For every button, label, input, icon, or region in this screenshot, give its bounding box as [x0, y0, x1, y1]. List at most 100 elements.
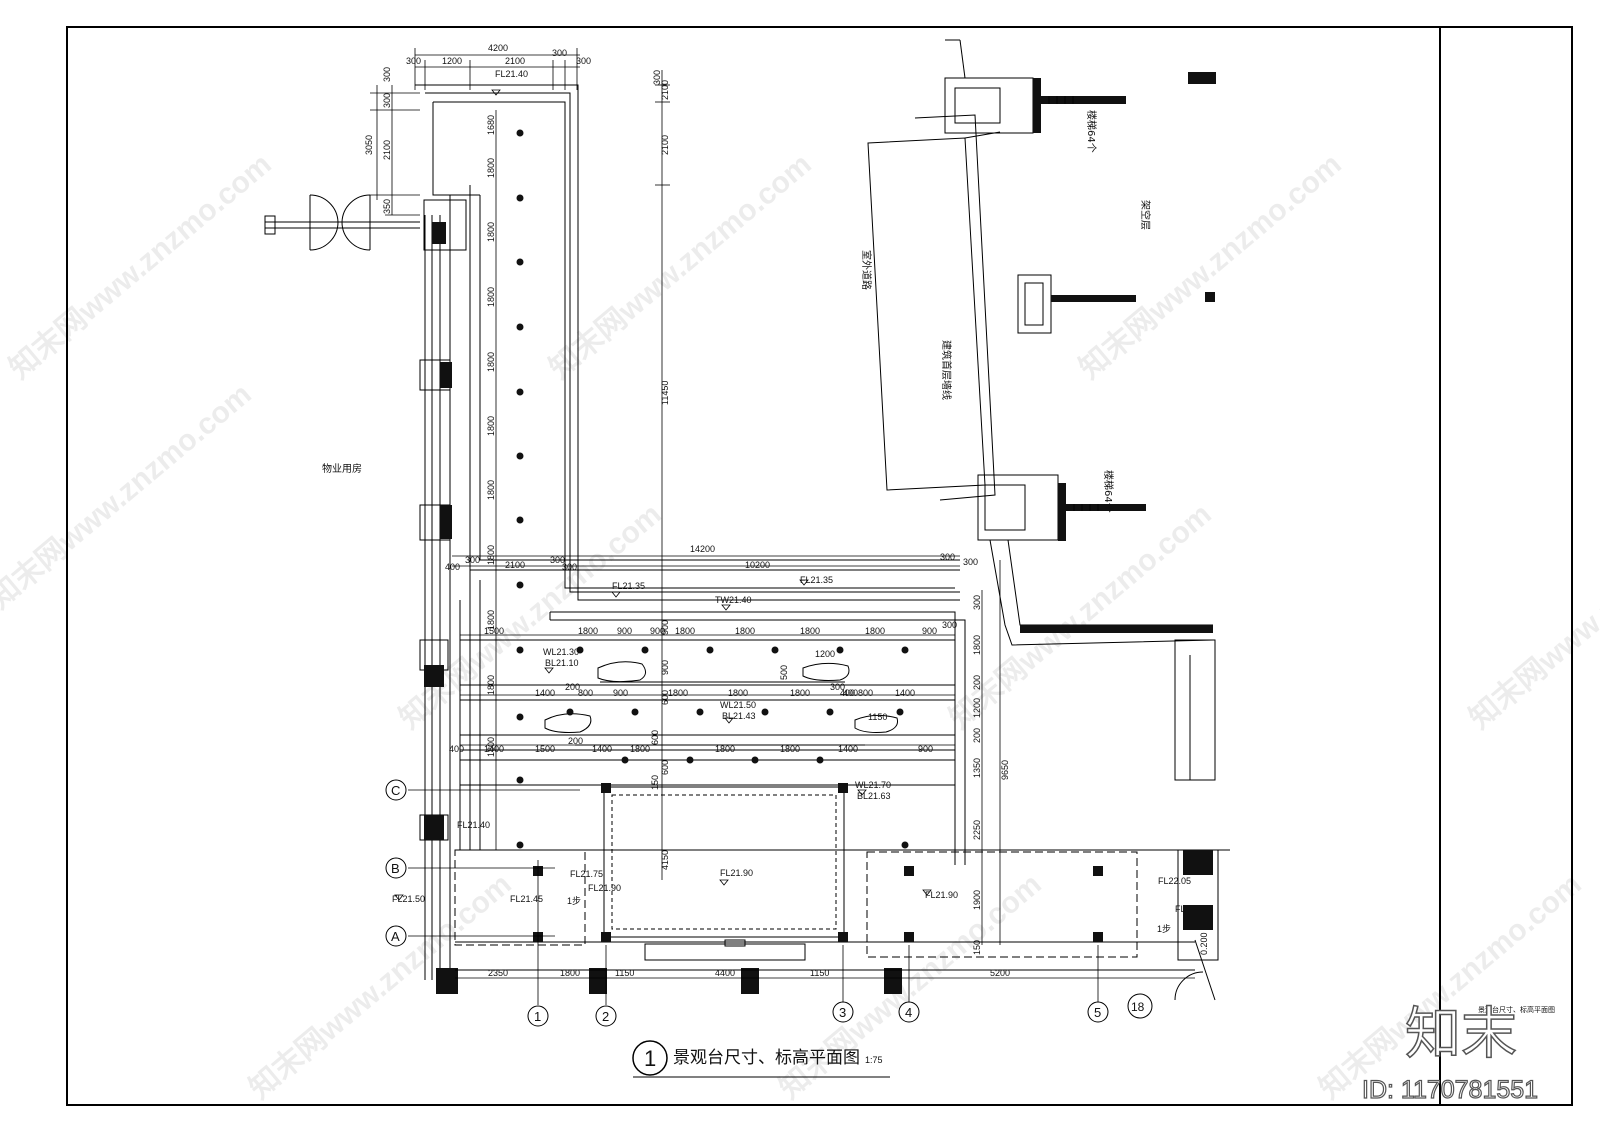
level-wl2: WL21.50: [720, 700, 756, 710]
dim-row1-5: 1800: [735, 626, 755, 636]
level-wl3: WL21.70: [855, 780, 891, 790]
stair-hatching: [1048, 96, 1099, 511]
dim-row3-1: 1500: [535, 744, 555, 754]
dim-col-3: 1800: [486, 287, 496, 307]
dim-row3-2: 1400: [592, 744, 612, 754]
level-fl-center: FL21.90: [720, 868, 753, 878]
dim-stone-h1: 500: [779, 665, 789, 680]
label-stair-top: 楼梯64个: [1085, 110, 1098, 153]
level-bl2: BL21.43: [722, 711, 756, 721]
boulder-1: [597, 661, 646, 683]
dim-tall: 11450: [660, 381, 670, 405]
dim-col-10: 1800: [486, 737, 496, 757]
dim-row1-6: 1800: [800, 626, 820, 636]
axis-col-3: 3: [839, 1005, 846, 1020]
dim-bottom-2: 1150: [615, 968, 634, 978]
dim-r-d: 1200: [972, 698, 982, 718]
logo-text: 知末: [1405, 1002, 1517, 1067]
dim-mid-e: 10200: [745, 560, 770, 570]
dim-row1-4: 1800: [675, 626, 695, 636]
lighting-points: [516, 129, 909, 849]
dim-row2-4: 1800: [728, 688, 748, 698]
dim-left-400b: 400: [449, 744, 464, 754]
level-fl-right: FL21.90: [925, 890, 958, 900]
axis-bubbles: [385, 779, 1153, 1027]
right-building: [867, 39, 1219, 1001]
tall-dimension-line: [655, 70, 670, 880]
watermark-6: 知末网www.znzmo.com: [943, 498, 1217, 736]
level-wl1: WL21.30: [543, 647, 579, 657]
dim-top-c: 2100: [505, 56, 525, 66]
dim-row1-0: 1500: [484, 626, 504, 636]
dim-mid-total: 14200: [690, 544, 715, 554]
dim-col-4: 1800: [486, 352, 496, 372]
dim-tall-b: 2100: [660, 80, 670, 100]
axis-row-b: B: [391, 861, 400, 876]
dim-row2-6: 400: [840, 688, 855, 698]
right-building-solid: [1020, 72, 1216, 930]
watermark-8: 知末网www.znzmo.com: [243, 868, 517, 1106]
dim-col-7: 1800: [486, 545, 496, 565]
watermark-4: 知末网www.znzmo.com: [0, 378, 258, 616]
dim-row2-5: 1800: [790, 688, 810, 698]
room-label-property: 物业用房: [322, 462, 362, 475]
dim-r-i: 150: [972, 940, 982, 955]
dim-row1-2: 900: [617, 626, 632, 636]
dim-row1-9: 300: [942, 620, 957, 630]
boulder-2: [802, 662, 850, 681]
dim-left-400a: 400: [445, 562, 460, 572]
dim-mid-v-e: 150: [650, 775, 660, 790]
axis-col-4: 4: [905, 1005, 912, 1020]
axis-grid-lines: [408, 789, 1099, 1005]
dim-row1-8: 900: [922, 626, 937, 636]
watermark-10: 知末网www.znzmo.com: [1313, 868, 1587, 1106]
watermark-9: 知末网www.znzmo.com: [773, 868, 1047, 1106]
dim-col-2: 1800: [486, 222, 496, 242]
dim-stone-w2: 1150: [868, 712, 887, 722]
title-number: 1: [644, 1046, 656, 1071]
dim-mid-d: 300: [562, 562, 577, 572]
dim-mid-v-c: 600: [660, 690, 670, 705]
dim-mid-c: 300: [550, 555, 565, 565]
label-overhead: 架空层: [1139, 200, 1152, 230]
axis-col-2: 2: [602, 1009, 609, 1024]
dim-col-1: 1800: [486, 158, 496, 178]
dim-row3-7: 900: [918, 744, 933, 754]
dim-tall-c: 2100: [660, 135, 670, 155]
boulders: [544, 661, 898, 733]
dim-left-total: 3050: [364, 135, 374, 155]
level-slope: 0.200: [1199, 932, 1209, 955]
title-number-bubble: [632, 1040, 668, 1076]
level-step-a: 1步: [567, 896, 581, 906]
dim-bottom-0: 2350: [488, 968, 508, 978]
dim-left-b: 300: [382, 93, 392, 108]
dim-mid-v-f: 600: [660, 760, 670, 775]
boulder-3: [544, 713, 592, 733]
dim-bottom-4: 1150: [810, 968, 829, 978]
boulder-4: [854, 714, 898, 733]
level-markers: [394, 89, 932, 901]
axis-row-c: C: [391, 783, 400, 798]
dim-row3-3: 1800: [630, 744, 650, 754]
dim-col-6: 1800: [486, 480, 496, 500]
level-bl3: BL21.63: [857, 791, 891, 801]
dim-row3-5: 1800: [780, 744, 800, 754]
label-stair-bottom: 楼梯64个: [1102, 470, 1115, 513]
level-fl-175: FL21.75: [570, 869, 603, 879]
gate-symbol: [264, 194, 420, 251]
axis-row-a: A: [391, 929, 400, 944]
left-dimension-lines: [370, 85, 420, 216]
dim-top-total: 4200: [488, 43, 508, 53]
axis-col-18: 18: [1131, 1000, 1145, 1014]
label-building-line: 建筑首层墙线: [940, 340, 953, 400]
watermark-1: 知末网www.znzmo.com: [3, 148, 277, 386]
dim-r-e: 200: [972, 728, 982, 743]
dim-r-f: 1350: [972, 758, 982, 778]
dim-row3-4: 1800: [715, 744, 735, 754]
dim-top-e: 300: [576, 56, 591, 66]
dim-row3-0: 1400: [484, 744, 504, 754]
level-fl-145: FL21.45: [510, 894, 543, 904]
level-fl-top: FL21.40: [495, 69, 528, 79]
dim-row2-8: 1400: [895, 688, 915, 698]
